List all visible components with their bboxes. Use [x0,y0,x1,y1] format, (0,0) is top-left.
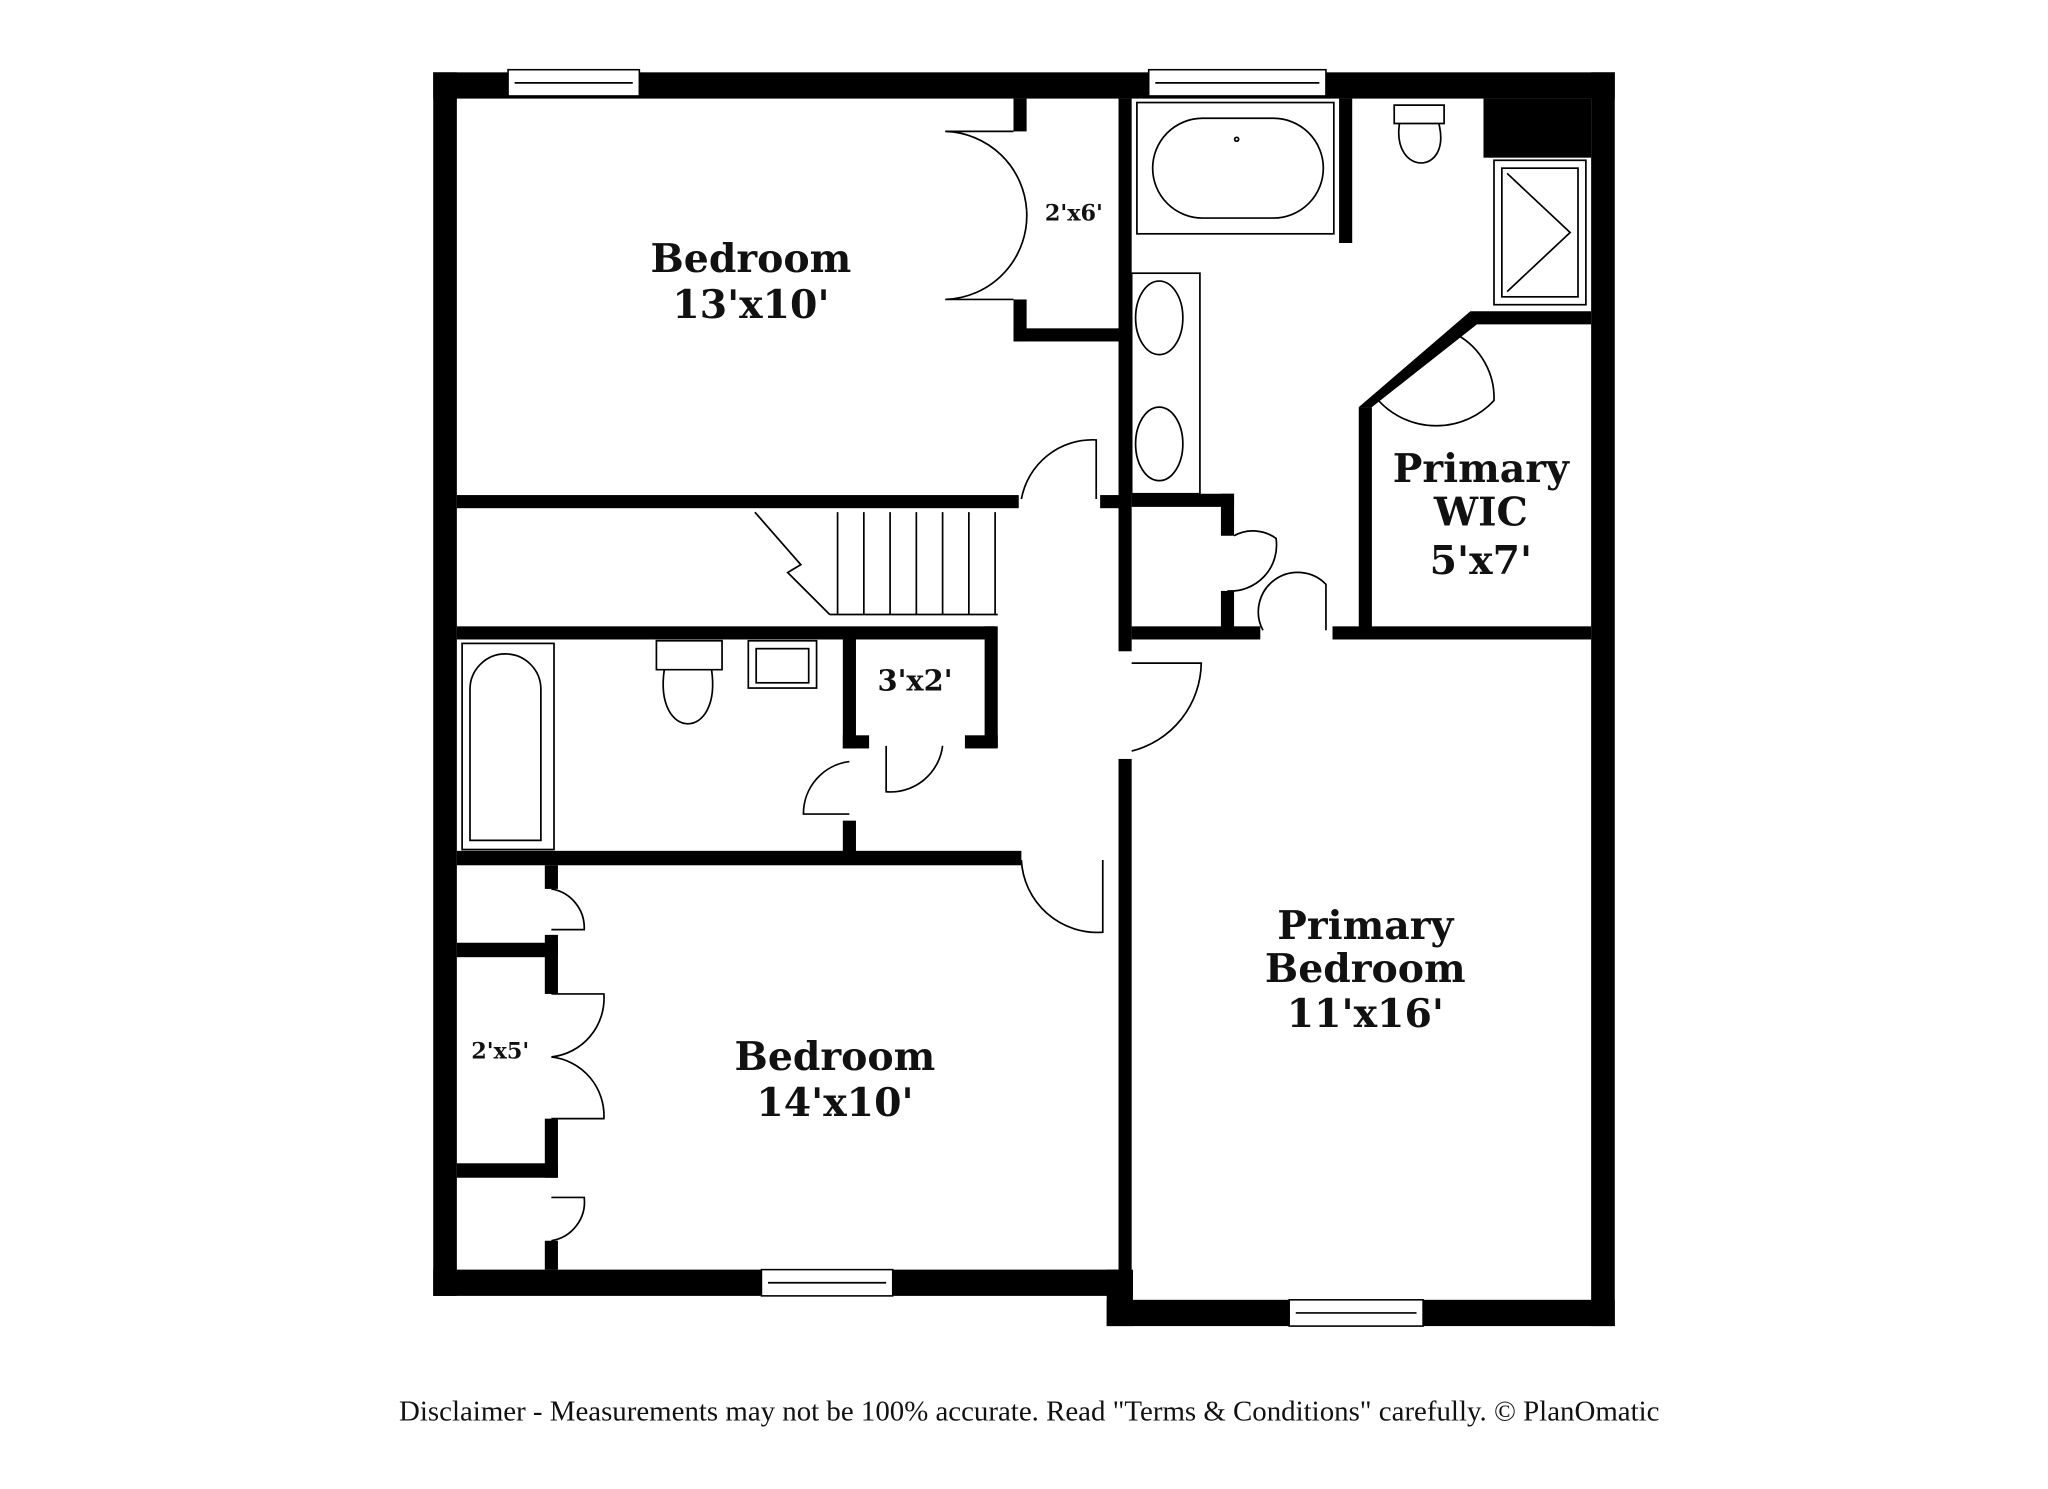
walls [433,72,1615,1327]
closet-3-size: 2'x5' [471,1038,529,1064]
bedroom-2-name: Bedroom [735,1034,936,1080]
primary-wic-name-1: Primary [1393,446,1570,492]
primary-bedroom-name-1: Primary [1277,903,1454,949]
primary-wic-size: 5'x7' [1430,538,1532,584]
bedroom-1-size: 13'x10' [672,282,829,328]
room-labels: Bedroom 13'x10' 2'x6' Primary WIC 5'x7' … [471,201,1570,1126]
closet-2-size: 3'x2' [877,664,952,698]
disclaimer: Disclaimer - Measurements may not be 100… [399,1396,1659,1428]
primary-bedroom-name-2: Bedroom [1265,946,1466,992]
closet-1-size: 2'x6' [1045,201,1103,227]
fixtures [461,101,1587,851]
bedroom-1-name: Bedroom [651,236,852,282]
doors [551,130,1495,1242]
primary-bedroom-size: 11'x16' [1287,991,1444,1037]
bedroom-2-size: 14'x10' [756,1080,913,1126]
primary-wic-name-2: WIC [1433,489,1528,535]
windows [507,68,1424,1327]
